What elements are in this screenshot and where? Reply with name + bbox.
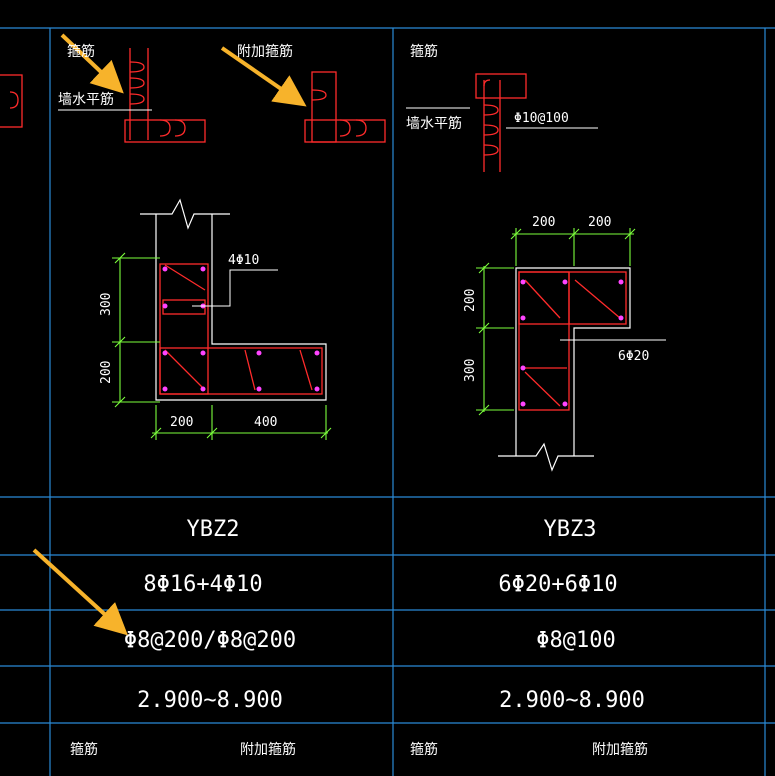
table-grid (0, 27, 775, 776)
ybz2-elevation: 2.900~8.900 (137, 688, 283, 713)
ybz3-rebar-dots (520, 279, 624, 407)
ybz3-stirrup: Φ8@100 (536, 628, 615, 653)
ybz3-name: YBZ3 (544, 517, 597, 542)
ybz2-rebar-dots (162, 266, 320, 392)
ybz2-longitudinal: 8Φ16+4Φ10 (143, 572, 262, 597)
ybz2-dim-height-bottom: 200 (99, 361, 114, 384)
ybz3-label-wall-horizontal: 墙水平筋 (406, 115, 462, 132)
ybz3-dim-height-top: 200 (463, 289, 478, 312)
pointer-arrow-stirrup (32, 548, 128, 636)
left-edge-partial-detail (0, 74, 23, 128)
ybz3-footer-extra-hoop: 附加箍筋 (592, 741, 648, 758)
ybz3-section-note: 6Φ20 (618, 349, 649, 364)
ybz2-stirrup: Φ8@200/Φ8@200 (124, 628, 296, 653)
ybz2-name: YBZ2 (187, 517, 240, 542)
ybz2-dim-width-right: 400 (254, 415, 277, 430)
ybz3-dimensions (476, 228, 636, 416)
table-row-elevation: 2.900~8.900 2.900~8.900 (137, 688, 645, 713)
ybz2-dim-width-left: 200 (170, 415, 193, 430)
ybz3-dim-width-left: 200 (532, 215, 555, 230)
ybz3-section: 6Φ20 200 200 200 300 (463, 215, 666, 472)
ybz2-dimensions (112, 252, 332, 440)
ybz3-longitudinal: 6Φ20+6Φ10 (498, 572, 617, 597)
ybz2-footer-extra-hoop: 附加箍筋 (240, 741, 296, 758)
ybz3-footer-hoop: 箍筋 (410, 741, 438, 758)
table-row-name: YBZ2 YBZ3 (187, 517, 597, 542)
table-row-stirrup: Φ8@200/Φ8@200 Φ8@100 (32, 548, 616, 653)
ybz2-footer-hoop: 箍筋 (70, 741, 98, 758)
ybz3-label-hoop: 箍筋 (410, 43, 438, 60)
ybz2-detail-hoop: 箍筋 墙水平筋 (58, 33, 206, 143)
ybz3-elevation: 2.900~8.900 (499, 688, 645, 713)
table-row-footer: 箍筋 附加箍筋 箍筋 附加箍筋 (70, 741, 648, 758)
ybz3-dim-width-right: 200 (588, 215, 611, 230)
pointer-arrow-extra-hoop (220, 46, 307, 107)
ybz2-label-extra-hoop: 附加箍筋 (237, 43, 293, 60)
ybz2-dim-height-top: 300 (99, 293, 114, 316)
ybz2-section-note: 4Φ10 (228, 253, 259, 268)
ybz3-detail-note: Φ10@100 (514, 111, 569, 126)
ybz3-dim-height-bottom: 300 (463, 359, 478, 382)
ybz2-label-wall-horizontal: 墙水平筋 (58, 91, 114, 108)
pointer-arrow-hoop (60, 33, 124, 94)
ybz2-label-hoop: 箍筋 (67, 43, 95, 60)
ybz2-detail-extra-hoop: 附加箍筋 (220, 43, 386, 143)
ybz3-detail: 箍筋 墙水平筋 Φ10@100 (406, 43, 598, 172)
ybz2-section: 4Φ10 300 200 200 400 (99, 198, 332, 440)
table-row-longitudinal: 8Φ16+4Φ10 6Φ20+6Φ10 (143, 572, 617, 597)
